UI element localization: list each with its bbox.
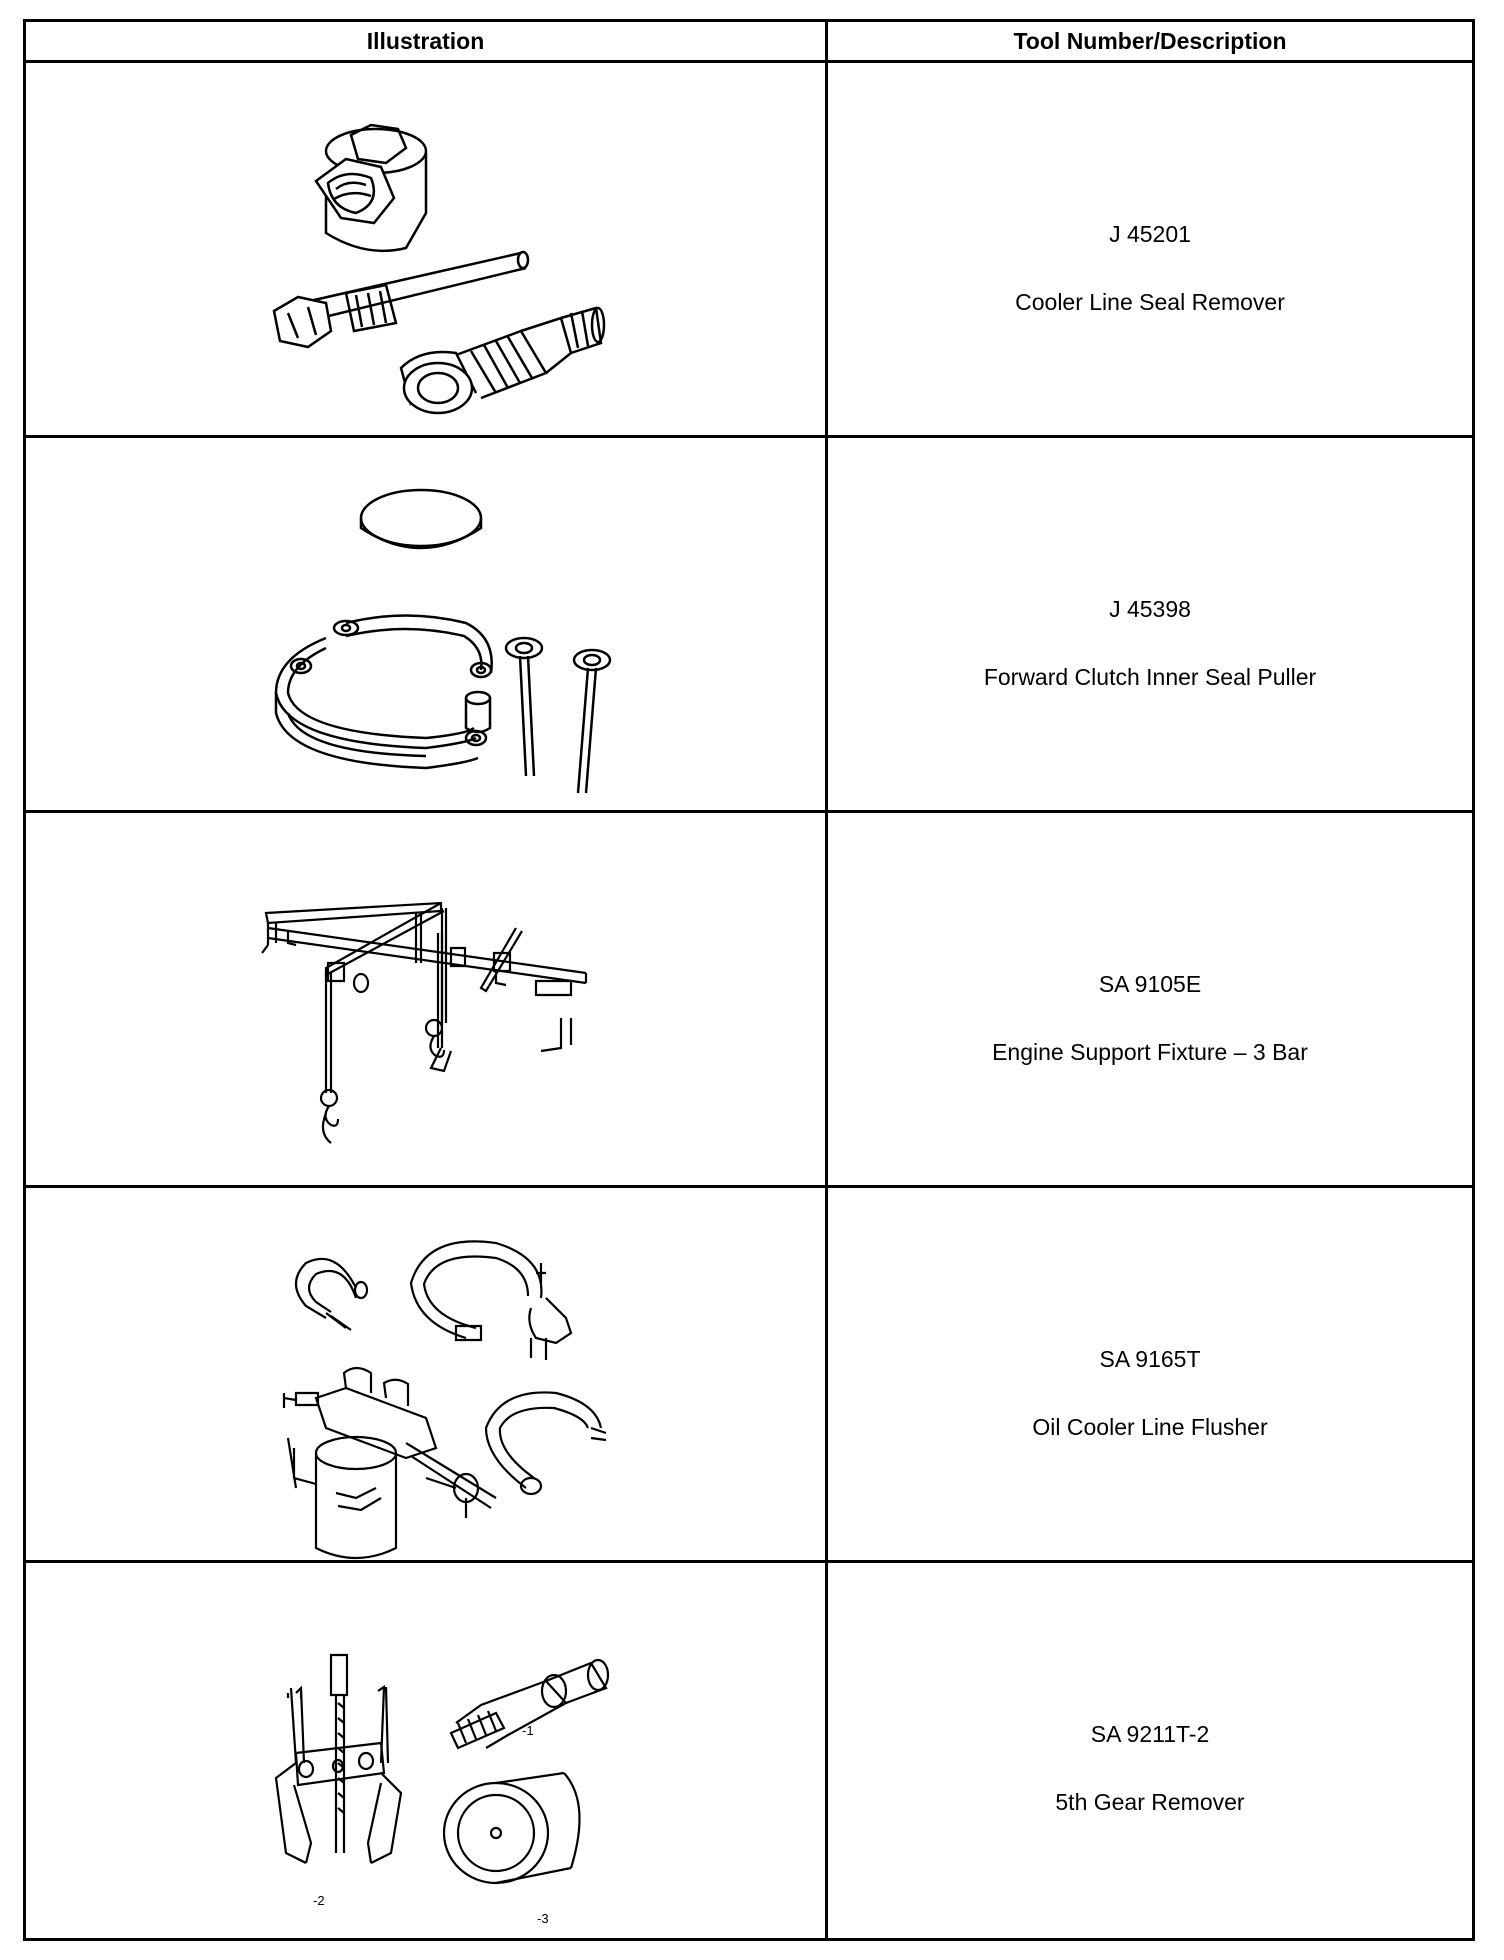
tool-description: Engine Support Fixture – 3 Bar: [992, 1039, 1308, 1065]
tool-description: Cooler Line Seal Remover: [1015, 289, 1285, 315]
tool-description: Forward Clutch Inner Seal Puller: [983, 664, 1317, 690]
tool-description-cell: SA 9165T Oil Cooler Line Flusher: [828, 1188, 1472, 1560]
table-row: J 45398 Forward Clutch Inner Seal Puller: [26, 438, 1472, 810]
gear-remover-illustration: -1 -2 -3: [26, 1563, 828, 1938]
tool-description-cell: J 45398 Forward Clutch Inner Seal Puller: [828, 438, 1472, 810]
part-label: -1: [522, 1723, 534, 1738]
table-header: Illustration Tool Number/Description: [26, 22, 1472, 63]
header-illustration: Illustration: [26, 22, 828, 60]
tool-description: Oil Cooler Line Flusher: [1032, 1414, 1268, 1440]
engine-support-fixture-illustration: [26, 813, 828, 1185]
oil-cooler-line-flusher-illustration: [26, 1188, 828, 1560]
tool-number: SA 9211T-2: [1090, 1721, 1210, 1747]
part-label: -2: [313, 1893, 325, 1908]
table-row: J 45201 Cooler Line Seal Remover: [26, 63, 1472, 435]
tool-number: SA 9165T: [1099, 1346, 1201, 1372]
row-divider: [26, 1560, 1472, 1563]
tool-number: SA 9105E: [1098, 971, 1202, 997]
row-divider: [26, 435, 1472, 438]
table-row: SA 9105E Engine Support Fixture – 3 Bar: [26, 813, 1472, 1185]
forward-clutch-seal-puller-illustration: [26, 438, 828, 810]
tool-description-cell: SA 9105E Engine Support Fixture – 3 Bar: [828, 813, 1472, 1185]
tool-number: J 45398: [1109, 596, 1191, 622]
tool-description: 5th Gear Remover: [1055, 1789, 1245, 1815]
table-row: -1 -2 -3 SA 9211T-2 5th Gear Remover: [26, 1563, 1472, 1938]
cooler-line-seal-remover-illustration: [26, 63, 828, 435]
row-divider: [26, 1185, 1472, 1188]
tool-table: Illustration Tool Number/Description: [23, 19, 1475, 1941]
tool-description-cell: J 45201 Cooler Line Seal Remover: [828, 63, 1472, 435]
header-tool-number: Tool Number/Description: [1013, 27, 1287, 54]
part-label: -3: [537, 1911, 549, 1926]
tool-description-cell: SA 9211T-2 5th Gear Remover: [828, 1563, 1472, 1938]
tool-number: J 45201: [1109, 221, 1191, 247]
table-row: SA 9165T Oil Cooler Line Flusher: [26, 1188, 1472, 1560]
row-divider: [26, 810, 1472, 813]
